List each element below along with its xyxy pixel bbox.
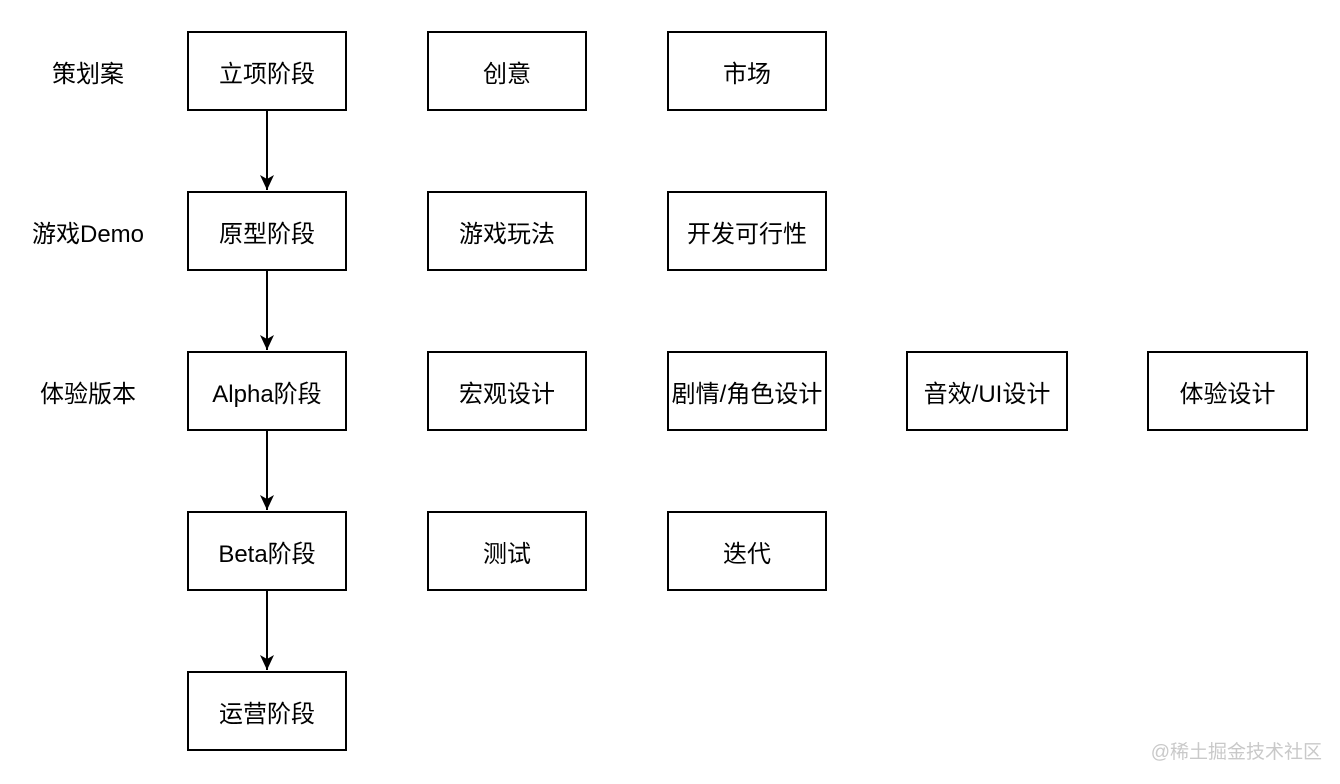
node-initiation-stage: 立项阶段 bbox=[187, 31, 347, 111]
node-alpha-stage: Alpha阶段 bbox=[187, 351, 347, 431]
node-experience-design: 体验设计 bbox=[1147, 351, 1308, 431]
node-market: 市场 bbox=[667, 31, 827, 111]
node-iteration: 迭代 bbox=[667, 511, 827, 591]
node-dev-feasibility: 开发可行性 bbox=[667, 191, 827, 271]
node-story-character-design: 剧情/角色设计 bbox=[667, 351, 827, 431]
node-testing: 测试 bbox=[427, 511, 587, 591]
row-label-planning-doc: 策划案 bbox=[52, 60, 124, 88]
node-macro-design: 宏观设计 bbox=[427, 351, 587, 431]
node-idea: 创意 bbox=[427, 31, 587, 111]
watermark-text: @稀土掘金技术社区 bbox=[1150, 742, 1322, 763]
node-gameplay: 游戏玩法 bbox=[427, 191, 587, 271]
row-label-experience-version: 体验版本 bbox=[40, 380, 136, 408]
node-prototype-stage: 原型阶段 bbox=[187, 191, 347, 271]
node-sound-ui-design: 音效/UI设计 bbox=[906, 351, 1068, 431]
node-operation-stage: 运营阶段 bbox=[187, 671, 347, 751]
node-beta-stage: Beta阶段 bbox=[187, 511, 347, 591]
row-label-game-demo: 游戏Demo bbox=[31, 220, 145, 248]
